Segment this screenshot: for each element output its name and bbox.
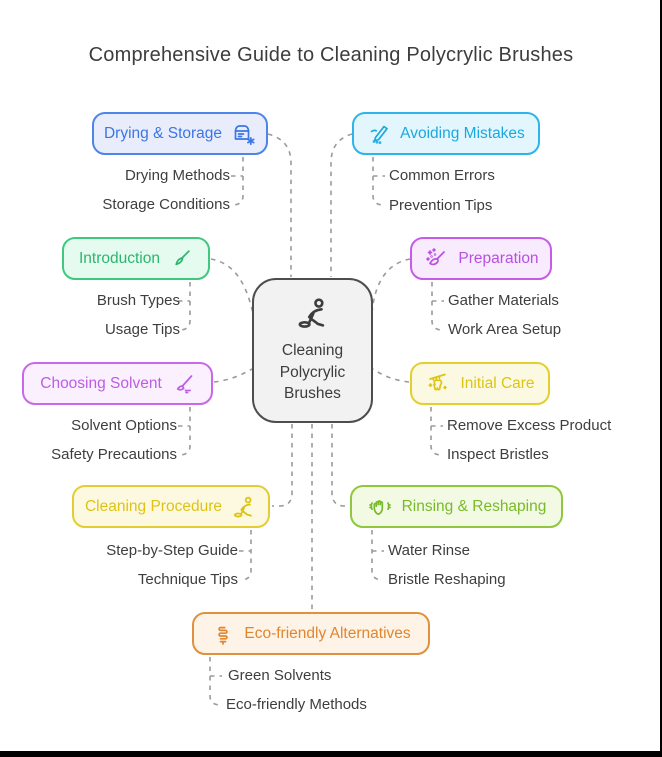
node-label: Initial Care <box>460 374 535 392</box>
broom-sparkles-icon <box>423 246 449 272</box>
fridge-snowflake-icon <box>231 122 256 146</box>
node-label: Introduction <box>79 249 160 267</box>
tooth-care-icon <box>425 371 451 397</box>
sub-item-brush-types: Brush Types <box>96 292 180 309</box>
sub-item-gather-materials: Gather Materials <box>448 292 559 309</box>
sub-item-eco-friendly-methods: Eco-friendly Methods <box>226 696 367 713</box>
page-title: Comprehensive Guide to Cleaning Polycryl… <box>88 44 574 66</box>
node-label: Choosing Solvent <box>40 374 162 392</box>
sub-item-bristle-reshaping: Bristle Reshaping <box>388 571 506 588</box>
sub-item-inspect-bristles: Inspect Bristles <box>447 446 549 463</box>
center-node-cleaning-polycrylic-brushes: Cleaning Polycrylic Brushes <box>252 278 373 423</box>
sub-item-usage-tips: Usage Tips <box>104 321 180 338</box>
node-label: Cleaning Procedure <box>84 497 222 515</box>
sub-item-safety-precautions: Safety Precautions <box>51 446 177 463</box>
sub-item-step-by-step-guide: Step-by-Step Guide <box>106 542 238 559</box>
node-drying-storage: Drying & Storage <box>92 112 268 155</box>
node-cleaning-procedure: Cleaning Procedure <box>72 485 270 528</box>
sub-item-water-rinse: Water Rinse <box>388 542 470 559</box>
sub-item-common-errors: Common Errors <box>389 167 495 184</box>
sub-item-technique-tips: Technique Tips <box>137 571 238 588</box>
sub-item-solvent-options: Solvent Options <box>71 417 177 434</box>
mop-icon <box>171 372 195 396</box>
pencil-error-icon <box>367 122 391 146</box>
hand-wash-icon <box>367 494 393 520</box>
node-introduction: Introduction <box>62 237 210 280</box>
node-preparation: Preparation <box>410 237 552 280</box>
node-label: Rinsing & Reshaping <box>401 497 547 515</box>
sub-item-work-area-setup: Work Area Setup <box>448 321 562 338</box>
frame-border-right <box>660 0 662 757</box>
node-choosing-solvent: Choosing Solvent <box>22 362 213 405</box>
cfl-bulb-icon <box>211 621 235 647</box>
sub-item-green-solvents: Green Solvents <box>228 667 332 684</box>
sub-item-prevention-tips: Prevention Tips <box>389 197 493 214</box>
node-label: Eco-friendly Alternatives <box>244 624 411 642</box>
node-avoiding-mistakes: Avoiding Mistakes <box>352 112 540 155</box>
node-eco-friendly-alternatives: Eco-friendly Alternatives <box>192 612 430 655</box>
sub-item-storage-conditions: Storage Conditions <box>102 196 230 213</box>
paintbrush-icon <box>169 247 193 271</box>
node-label: Avoiding Mistakes <box>400 124 525 142</box>
node-initial-care: Initial Care <box>410 362 550 405</box>
center-node-label: Cleaning Polycrylic Brushes <box>279 341 346 403</box>
person-scrubbing-icon <box>231 495 257 519</box>
person-scrubbing-icon <box>293 296 333 330</box>
node-label: Preparation <box>458 249 539 267</box>
node-label: Drying & Storage <box>103 124 223 142</box>
sub-item-remove-excess-product: Remove Excess Product <box>447 417 612 434</box>
frame-border-bottom <box>0 751 662 757</box>
node-rinsing-reshaping: Rinsing & Reshaping <box>350 485 563 528</box>
sub-item-drying-methods: Drying Methods <box>124 167 230 184</box>
